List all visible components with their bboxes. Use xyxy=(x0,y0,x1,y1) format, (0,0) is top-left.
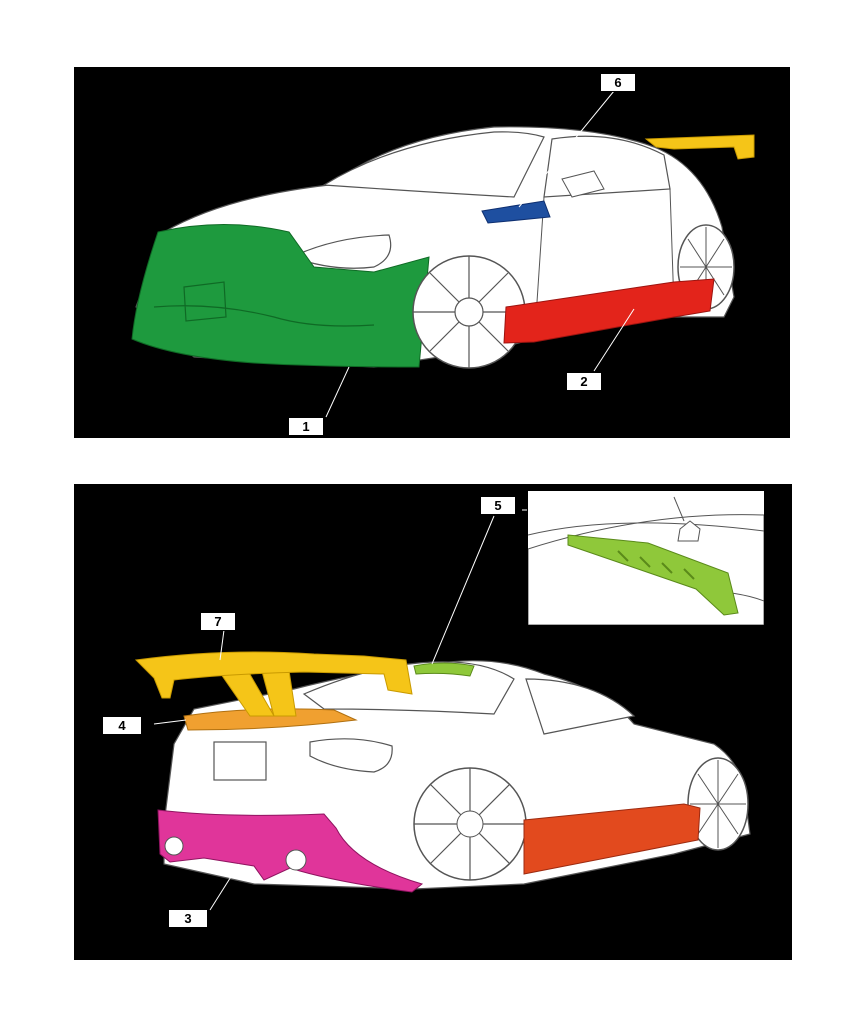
front-wheel-spokes xyxy=(413,256,525,368)
exhaust-tip-right xyxy=(285,849,307,871)
callout-part-4: 4 xyxy=(102,716,142,735)
tail-light xyxy=(309,738,393,773)
front-wheel-bottom-spokes xyxy=(690,760,746,848)
callout-part-7: 7 xyxy=(200,612,236,631)
side-skirt-rear-view xyxy=(523,803,701,875)
grille-detail xyxy=(153,281,375,327)
leader-line-6 xyxy=(518,90,615,208)
front-bumper-part-1 xyxy=(131,224,430,368)
front-view-illustration xyxy=(131,90,755,418)
windshield xyxy=(322,131,545,198)
inset-illustration xyxy=(528,496,764,625)
roof-fin-vents xyxy=(617,550,695,580)
headlight xyxy=(290,234,392,269)
front-wheel-hub xyxy=(454,297,484,327)
leader-line-3 xyxy=(209,863,240,911)
callout-part-5: 5 xyxy=(480,496,516,515)
roof-fin-part-5-small xyxy=(413,662,475,677)
leader-line-1 xyxy=(325,366,350,418)
leader-line-2 xyxy=(593,308,635,372)
side-mirror xyxy=(561,170,605,198)
leader-line-7 xyxy=(219,629,225,661)
callout-part-3: 3 xyxy=(168,909,208,928)
inset-antenna xyxy=(673,496,701,542)
rear-wheel-spokes xyxy=(680,227,732,307)
leader-line-4 xyxy=(153,719,187,725)
rear-diffuser-part-3 xyxy=(157,809,424,893)
rear-view-illustration xyxy=(134,509,751,911)
callout-part-1: 1 xyxy=(288,417,324,436)
side-window-rear xyxy=(525,678,636,735)
roof-fin-part-5-detail xyxy=(567,534,739,616)
gt-wing-part-7 xyxy=(134,651,413,699)
callout-part-2: 2 xyxy=(566,372,602,391)
side-skirt-part-2 xyxy=(503,278,715,344)
exhaust-tip-left xyxy=(164,836,184,856)
callout-part-6: 6 xyxy=(600,73,636,92)
fender-vent-part-6 xyxy=(481,200,551,224)
front-view-panel: 6 2 1 xyxy=(74,67,790,438)
inset-detail-part-5 xyxy=(527,490,765,626)
license-plate-area xyxy=(213,741,267,781)
rear-view-panel: 5 7 4 3 xyxy=(74,484,792,960)
rear-wing-top-view xyxy=(644,134,755,160)
leader-line-5 xyxy=(431,515,495,665)
trunk-spoiler-part-4 xyxy=(183,708,358,731)
rear-wheel-bottom-hub xyxy=(456,810,484,838)
